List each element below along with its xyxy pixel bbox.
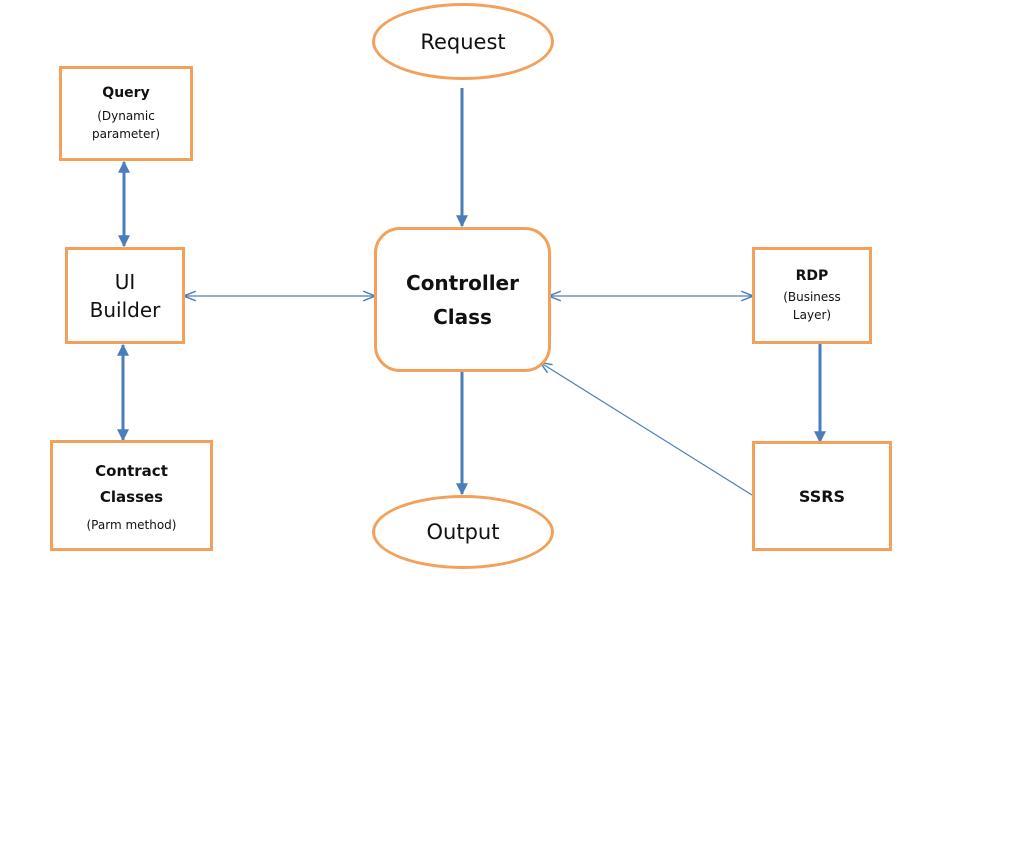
query-node: Query (Dynamic parameter) <box>59 66 193 161</box>
controller-line-2: Class <box>433 304 492 329</box>
rdp-title: RDP <box>795 267 829 284</box>
ui-builder-node: UI Builder <box>65 247 185 344</box>
rdp-subtitle-2: Layer) <box>792 307 832 322</box>
contract-line-1: Contract <box>95 461 168 480</box>
rdp-node: RDP (Business Layer) <box>752 247 872 344</box>
request-node: Request <box>372 3 554 80</box>
ui-builder-line-1: UI <box>114 269 136 294</box>
contract-line-2: Classes <box>99 487 164 506</box>
query-title: Query <box>102 84 150 101</box>
edge-ssrs-controller <box>541 363 753 496</box>
ssrs-label: SSRS <box>798 486 846 506</box>
contract-subtitle: (Parm method) <box>86 517 177 532</box>
contract-classes-node: Contract Classes (Parm method) <box>50 440 213 551</box>
controller-class-node: Controller Class <box>374 227 551 372</box>
ssrs-node: SSRS <box>752 441 892 551</box>
query-subtitle-1: (Dynamic <box>97 108 155 123</box>
output-node: Output <box>372 495 554 569</box>
rdp-subtitle-1: (Business <box>783 289 841 304</box>
ui-builder-line-2: Builder <box>89 297 161 322</box>
request-label: Request <box>420 29 506 54</box>
controller-line-1: Controller <box>406 270 519 295</box>
query-subtitle-2: parameter) <box>91 126 161 141</box>
output-label: Output <box>426 520 500 544</box>
